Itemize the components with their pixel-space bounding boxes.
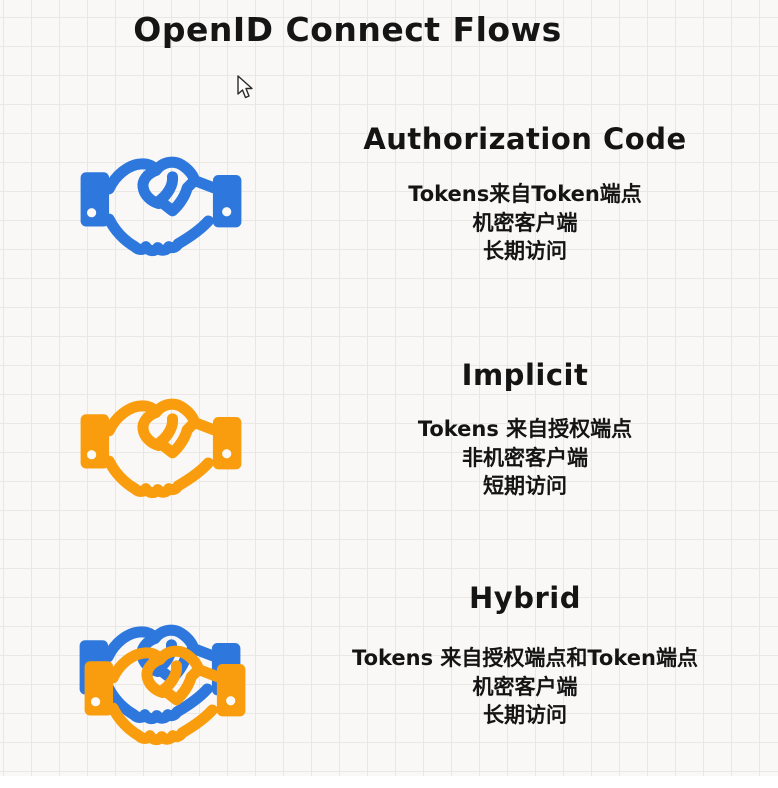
body-line: 机密客户端 [472, 210, 578, 235]
body-line: Tokens 来自授权端点和Token端点 [352, 646, 698, 670]
handshake-icon [76, 147, 246, 260]
section-body-implicit: Tokens 来自授权端点 非机密客户端 短期访问 [275, 415, 775, 501]
section-heading-implicit: Implicit [461, 358, 589, 392]
section-heading-hybrid: Hybrid [469, 581, 581, 615]
body-line: 短期访问 [483, 474, 567, 498]
handshake-icon-double [75, 615, 255, 755]
body-line: 长期访问 [483, 239, 567, 263]
section-heading-authorization-code: Authorization Code [363, 122, 687, 156]
bottom-white-strip [0, 776, 778, 788]
body-line: 机密客户端 [472, 674, 578, 699]
handshake-icon [76, 389, 246, 502]
section-body-authorization-code: Tokens来自Token端点 机密客户端 长期访问 [275, 180, 775, 266]
body-line: Tokens来自Token端点 [408, 182, 642, 206]
body-line: Tokens 来自授权端点 [417, 417, 633, 441]
page-title: OpenID Connect Flows [133, 10, 562, 49]
body-line: 非机密客户端 [462, 445, 588, 470]
mouse-cursor [237, 75, 253, 99]
body-line: 长期访问 [483, 703, 567, 727]
handshake-icon-orange-layer [80, 636, 250, 749]
section-body-hybrid: Tokens 来自授权端点和Token端点 机密客户端 长期访问 [275, 644, 775, 730]
